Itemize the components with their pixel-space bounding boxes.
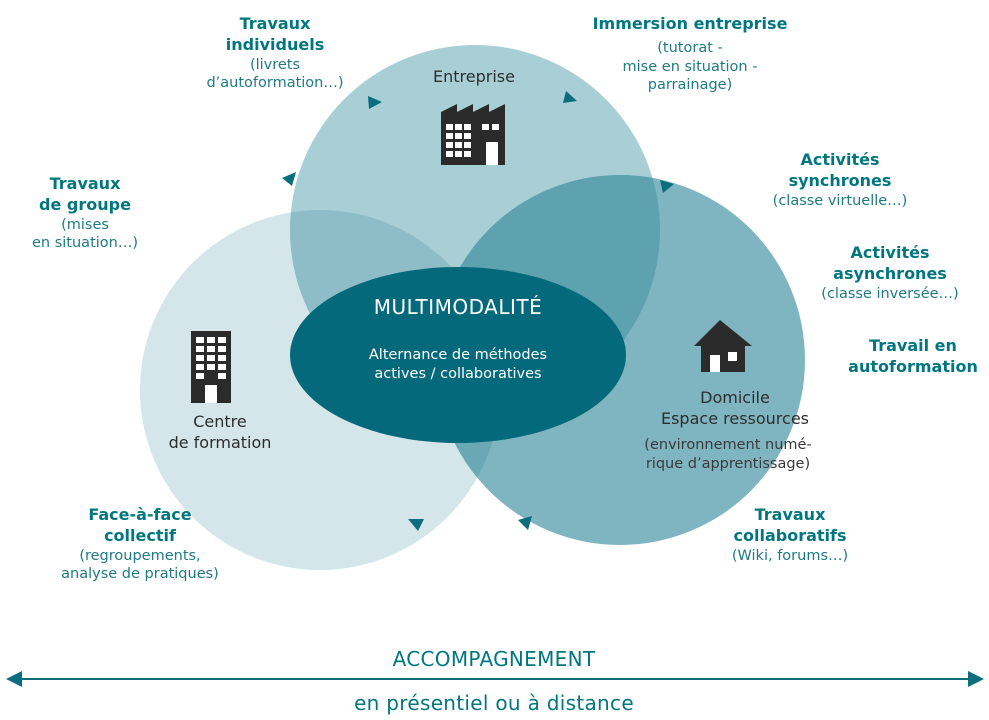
activity-desc: (regroupements, [79,547,201,564]
axis-bottom-label: en présentiel ou à distance [354,691,634,715]
activity-desc: (mises [61,216,109,233]
activity-title: Immersion entreprise [592,14,788,33]
activity-travaux-groupe: Travaux de groupe (mises en situation…) [0,174,170,253]
activity-title: collaboratifs [733,525,847,545]
activity-desc: mise en situation - [622,58,758,75]
activity-desc: (livrets [249,56,301,73]
center-subtitle-line1: Alternance de méthodes [368,347,548,363]
node-domicile-line1: Domicile [700,388,770,407]
activity-title: individuels [225,34,325,54]
arrow-icon [660,180,674,193]
activity-desc: parrainage) [647,77,733,94]
activity-desc: d’autoformation…) [206,75,344,92]
node-centre-formation: Centre de formation [140,412,300,454]
axis-top-label: ACCOMPAGNEMENT [392,647,596,671]
arrow-icon [518,516,532,530]
activity-title: Activités [800,150,880,169]
node-centre-line1: Centre [193,412,247,431]
node-domicile: Domicile Espace ressources [615,388,855,430]
activity-travaux-individuels: Travaux individuels (livrets d’autoforma… [165,14,385,93]
activity-title: asynchrones [833,263,947,283]
activity-asynchrones: Activités asynchrones (classe inversée…) [790,243,989,303]
activity-desc: (tutorat - [657,39,723,56]
activity-desc: (Wiki, forums…) [731,547,849,564]
house-icon [694,320,752,372]
activity-title: Travail en [869,336,957,355]
activity-title: synchrones [788,170,892,190]
activity-synchrones: Activités synchrones (classe virtuelle…) [740,150,940,210]
activity-title: de groupe [39,194,131,214]
node-domicile-desc: (environnement numé- rique d’apprentissa… [600,436,856,474]
activity-title: Travaux [49,174,121,193]
node-entreprise: Entreprise [433,67,515,86]
double-arrow [6,671,984,687]
activity-title: collectif [104,525,176,545]
activity-desc: analyse de pratiques) [61,566,219,583]
center-subtitle-line2: actives / collaboratives [374,365,542,382]
activity-travail-autoformation: Travail en autoformation [838,336,988,378]
activity-desc: en situation…) [32,235,138,252]
arrow-icon [563,91,577,103]
activity-title: Activités [850,243,930,262]
activity-title: Face-à-face [88,505,192,524]
activity-desc: (classe inversée…) [821,285,959,302]
building-icon [191,331,231,403]
activity-title: Travaux [754,505,826,524]
center-title: MULTIMODALITÉ [373,295,543,319]
arrow-icon [368,96,382,109]
factory-icon [441,104,505,165]
center-ellipse [290,267,626,443]
activity-travaux-collaboratifs: Travaux collaboratifs (Wiki, forums…) [690,505,890,565]
node-domicile-desc-line2: rique d’apprentissage) [645,455,811,472]
arrow-icon [282,172,296,186]
node-domicile-line2: Espace ressources [660,408,809,428]
activity-title: Travaux [239,14,311,33]
activity-title: autoformation [848,356,978,376]
center-subtitle: Alternance de méthodes actives / collabo… [328,346,588,384]
activity-face-a-face: Face-à-face collectif (regroupements, an… [30,505,250,584]
activity-immersion: Immersion entreprise (tutorat - mise en … [560,14,820,95]
node-centre-line2: de formation [168,432,272,452]
arrow-icon [408,519,424,531]
cycle-arrows [282,91,674,531]
node-domicile-desc-line1: (environnement numé- [644,437,812,453]
activity-desc: (classe virtuelle…) [772,192,908,209]
